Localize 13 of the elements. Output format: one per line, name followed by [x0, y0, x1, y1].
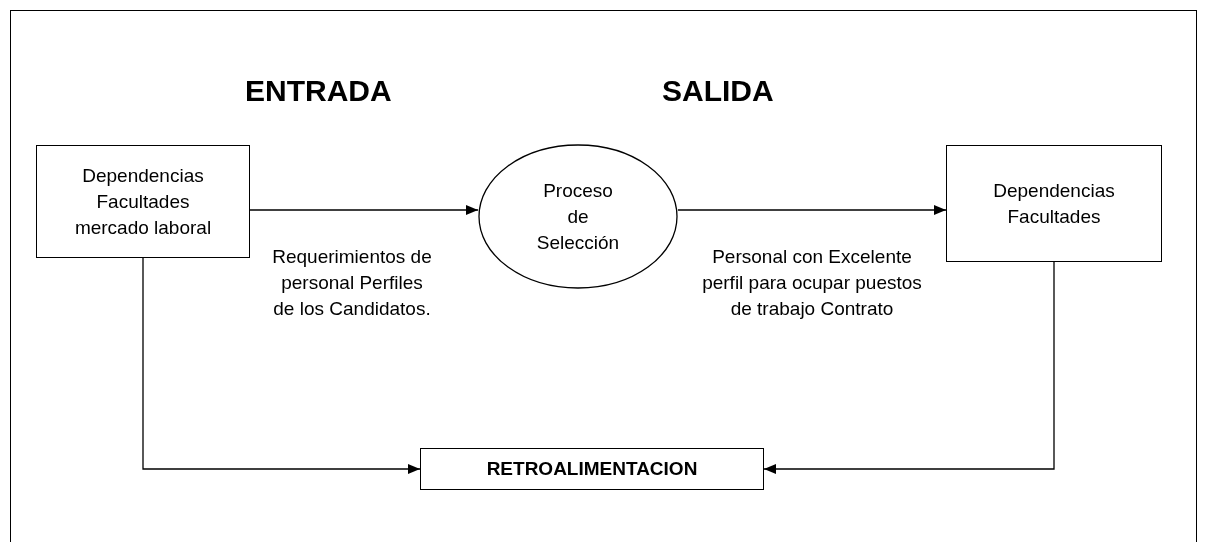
arrow — [763, 261, 1055, 474]
section-heading: SALIDA — [662, 73, 774, 109]
process-box — [946, 145, 1162, 262]
arrow — [249, 205, 479, 215]
node-text: Dependencias Facultades — [992, 178, 1116, 229]
node-text: RETROALIMENTACION — [486, 456, 698, 481]
arrow — [677, 205, 947, 215]
node-text: Dependencias Facultades mercado laboral — [73, 163, 213, 240]
section-heading: ENTRADA — [245, 73, 392, 109]
node-text: Proceso de Selección — [535, 178, 621, 255]
process-box — [36, 145, 250, 258]
arrow — [142, 257, 421, 474]
process-box — [420, 448, 764, 490]
